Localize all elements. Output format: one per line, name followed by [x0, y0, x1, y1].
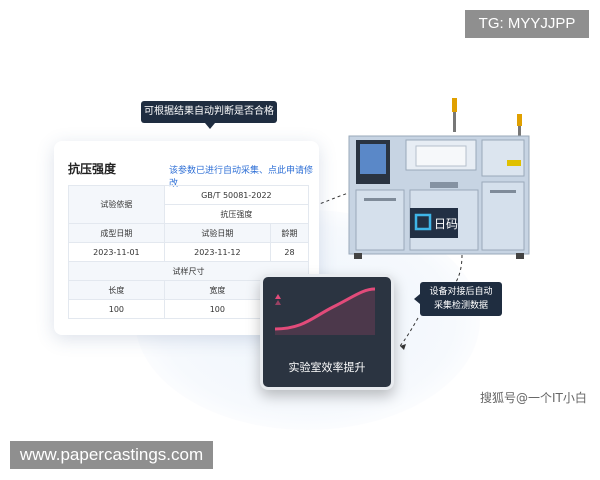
- efficiency-screen: 实验室效率提升: [260, 274, 394, 390]
- lab-machine-illustration: 日码: [348, 98, 530, 259]
- col-length: 长度: [68, 280, 165, 300]
- test-info-table: 试验依据 GB/T 50081-2022 抗压强度 成型日期 试验日期 龄期 2…: [68, 185, 310, 319]
- label-sample-size: 试样尺寸: [68, 261, 309, 281]
- up-arrow-icon: [275, 294, 281, 299]
- card-title: 抗压强度: [68, 162, 117, 176]
- tooltip-auto-judge: 可根据结果自动判断是否合格: [141, 101, 277, 129]
- apply-modify-link[interactable]: 该参数已进行自动采集、点此申请修改: [169, 166, 314, 189]
- test-item-value: 抗压强度: [163, 204, 310, 224]
- efficiency-curve: [274, 287, 376, 335]
- age-value: 28: [269, 242, 310, 262]
- callout-line-2: 采集检测数据: [433, 301, 488, 311]
- machine-brand-label: 日码: [434, 217, 458, 231]
- watermark-bottom: www.papercastings.com: [10, 441, 213, 469]
- col-width: 宽度: [163, 280, 271, 300]
- watermark-top: TG: MYYJJPP: [465, 10, 589, 38]
- source-credit: 搜狐号@一个IT小白: [480, 391, 587, 405]
- screen-label: 实验室效率提升: [288, 361, 366, 374]
- standard-value: GB/T 50081-2022: [163, 185, 310, 205]
- compressive-strength-card: 抗压强度 该参数已进行自动采集、点此申请修改 试验依据 GB/T 50081-2…: [54, 141, 319, 335]
- width-value: 100: [163, 299, 271, 319]
- col-age: 龄期: [269, 223, 310, 243]
- test-date-value: 2023-11-12: [163, 242, 271, 262]
- forming-date-value: 2023-11-01: [68, 242, 165, 262]
- callout-line-1: 设备对接后自动: [429, 287, 493, 297]
- col-forming-date: 成型日期: [68, 223, 165, 243]
- length-value: 100: [68, 299, 165, 319]
- callout-auto-collect: 设备对接后自动 采集检测数据: [414, 282, 502, 316]
- label-basis: 试验依据: [68, 185, 165, 224]
- col-test-date: 试验日期: [163, 223, 271, 243]
